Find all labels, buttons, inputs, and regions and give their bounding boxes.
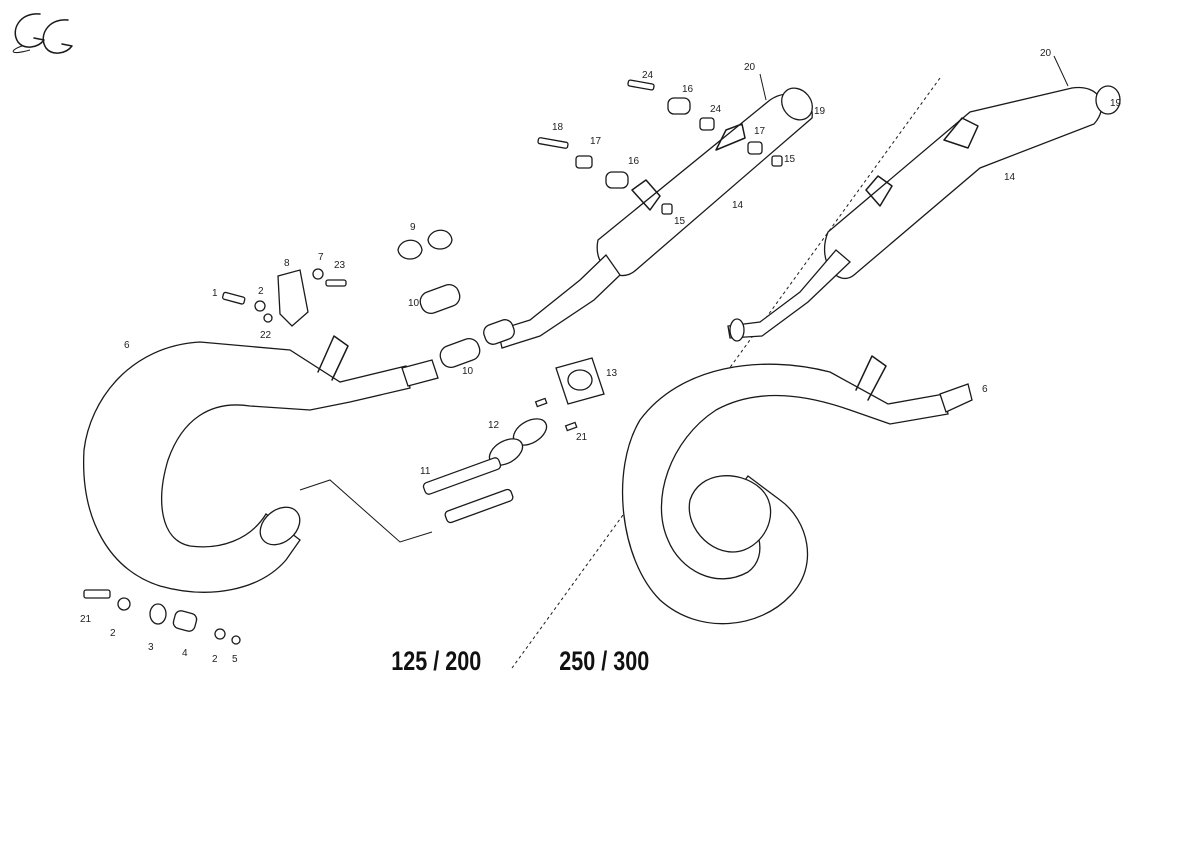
callout-16: 16 xyxy=(682,84,694,95)
callout-15: 15 xyxy=(674,216,686,227)
callout-1: 1 xyxy=(212,288,218,299)
callout-6: 6 xyxy=(982,384,988,395)
callout-17: 17 xyxy=(754,126,766,137)
expansion-chamber-left xyxy=(83,335,439,593)
callout-24: 24 xyxy=(710,104,722,115)
callout-14: 14 xyxy=(732,200,744,211)
callout-22: 22 xyxy=(260,330,272,341)
callout-2: 2 xyxy=(258,286,264,297)
callout-8: 8 xyxy=(284,258,290,269)
callout-6: 6 xyxy=(124,340,130,351)
callout-10: 10 xyxy=(462,366,474,377)
callout-12: 12 xyxy=(488,420,500,431)
model-divider-line xyxy=(511,77,941,669)
leader-lines xyxy=(299,55,1069,543)
callout-20: 20 xyxy=(744,62,756,73)
muffler-right xyxy=(727,85,1121,342)
callout-11: 11 xyxy=(420,466,431,477)
callout-10: 10 xyxy=(408,298,420,309)
model-label-250-300: 250 / 300 xyxy=(559,647,649,677)
model-label-125-200: 125 / 200 xyxy=(391,647,481,677)
callout-3: 3 xyxy=(148,642,154,653)
callout-14: 14 xyxy=(1004,172,1016,183)
callout-23: 23 xyxy=(334,260,346,271)
callout-21: 21 xyxy=(80,614,92,625)
callout-16: 16 xyxy=(628,156,640,167)
callout-24: 24 xyxy=(642,70,654,81)
callout-21: 21 xyxy=(576,432,588,443)
callout-2: 2 xyxy=(212,654,218,665)
callout-18: 18 xyxy=(552,122,564,133)
callout-20: 20 xyxy=(1040,48,1052,59)
callout-2: 2 xyxy=(110,628,116,639)
expansion-chamber-right xyxy=(621,355,973,625)
callout-19: 19 xyxy=(1110,98,1122,109)
brand-logo xyxy=(12,13,73,54)
muffler-left xyxy=(497,87,813,349)
callout-15: 15 xyxy=(784,154,796,165)
callout-17: 17 xyxy=(590,136,602,147)
callout-7: 7 xyxy=(318,252,324,263)
callout-19: 19 xyxy=(814,106,826,117)
callout-9: 9 xyxy=(410,222,416,233)
callout-5: 5 xyxy=(232,654,238,665)
callout-13: 13 xyxy=(606,368,618,379)
hardware-parts xyxy=(83,79,783,645)
callout-4: 4 xyxy=(182,648,188,659)
callout-labels: 1 2 22 8 7 23 9 10 10 6 6 11 12 13 21 21… xyxy=(80,48,1122,665)
